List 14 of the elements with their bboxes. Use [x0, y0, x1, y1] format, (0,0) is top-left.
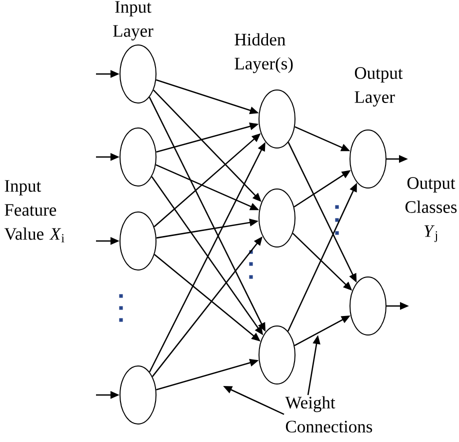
- input-label: Input Feature Value X$_{i}$: [4, 180, 64, 242]
- layer-heading: Output Layer: [354, 67, 403, 107]
- neuron-ellipse: [350, 276, 386, 336]
- neuron-ellipse: [120, 128, 156, 186]
- neuron-ellipse: [120, 44, 156, 104]
- neuron-ellipse: [258, 90, 296, 148]
- layer-heading: Hidden Layer(s): [234, 33, 293, 74]
- neuron-ellipse: [120, 366, 156, 424]
- output-label: Output Classes Y$_{j}$: [405, 177, 457, 242]
- neuron-ellipse: [350, 130, 386, 188]
- neuron-ellipse: [258, 188, 296, 248]
- callout-text: Weight Connections: [285, 396, 372, 432]
- neuron-ellipse: [120, 212, 156, 270]
- neuron-ellipse: [258, 326, 296, 384]
